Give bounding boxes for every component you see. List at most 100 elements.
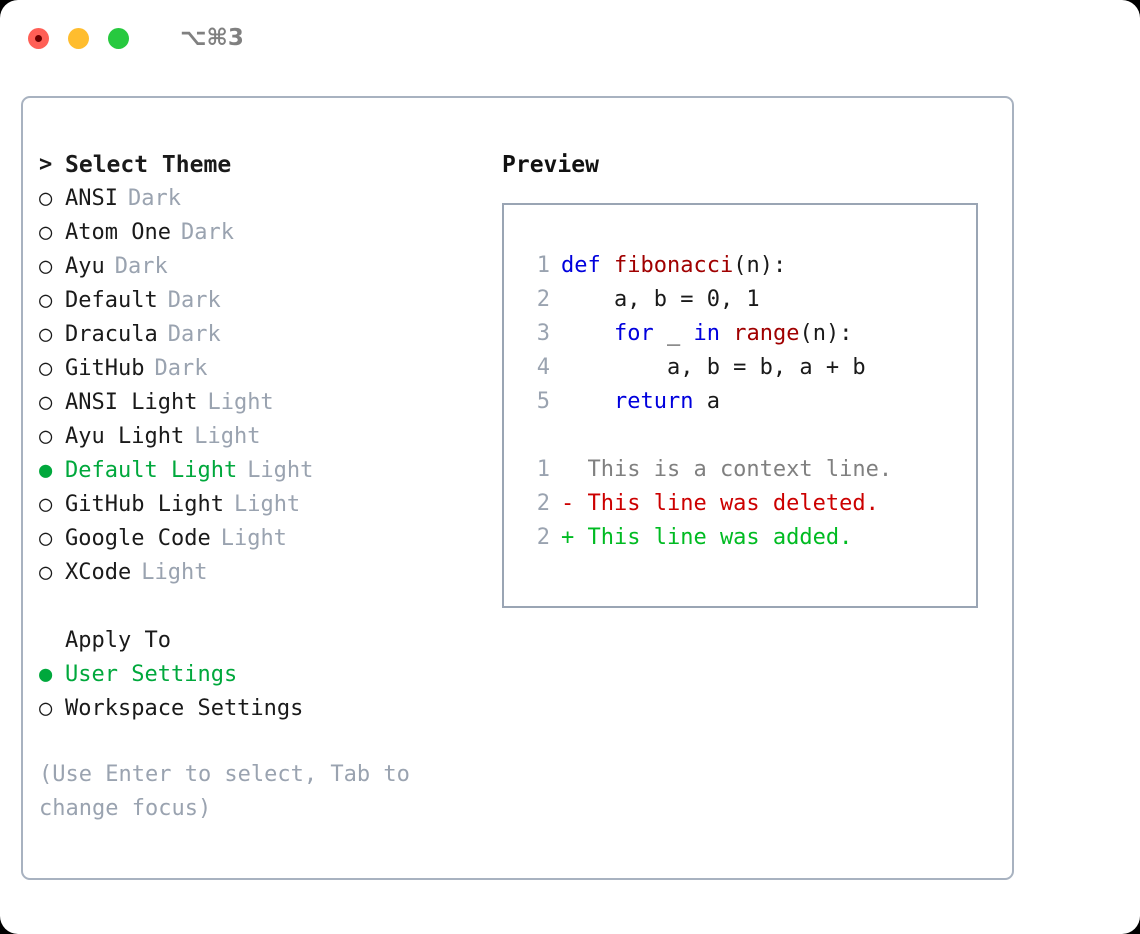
- theme-option-label: Google Code: [65, 526, 211, 551]
- preview-title: Preview: [502, 152, 599, 178]
- radio-unselected-icon: ○: [39, 492, 53, 517]
- code-token: [720, 321, 733, 346]
- radio-unselected-icon: ○: [39, 696, 53, 721]
- theme-option-label: Default Light: [65, 458, 238, 483]
- code-token: in: [693, 321, 720, 346]
- code-token: fibonacci: [613, 253, 734, 278]
- radio-unselected-icon: ○: [39, 560, 53, 585]
- prompt-caret-icon: >: [39, 152, 53, 177]
- radio-unselected-icon: ○: [39, 424, 53, 449]
- theme-option-xcode[interactable]: ○ XCode Light: [39, 556, 489, 590]
- radio-unselected-icon: ○: [39, 186, 53, 211]
- theme-variant-tag: Dark: [167, 322, 221, 347]
- theme-option-label: XCode: [65, 560, 132, 585]
- theme-variant-tag: Light: [233, 492, 301, 517]
- diff-line-text: This is a context line.: [561, 457, 893, 482]
- theme-variant-tag: Light: [141, 560, 208, 585]
- theme-option-ansi-light[interactable]: ○ ANSI Light Light: [39, 386, 489, 420]
- theme-option-ansi[interactable]: ○ ANSI Dark: [39, 182, 489, 216]
- code-line: 4 a, b = b, a + b: [522, 351, 976, 385]
- code-token: a, b = b, a + b: [561, 355, 866, 380]
- code-diff-separator: [522, 419, 976, 453]
- code-token: (n):: [733, 253, 787, 278]
- theme-option-default-light[interactable]: ● Default Light Light: [39, 454, 489, 488]
- apply-to-option-label: User Settings: [65, 662, 238, 687]
- theme-option-ayu[interactable]: ○ Ayu Dark: [39, 250, 489, 284]
- radio-unselected-icon: ○: [39, 526, 53, 551]
- radio-unselected-icon: ○: [39, 220, 53, 245]
- theme-option-label: ANSI Light: [65, 390, 198, 415]
- radio-unselected-icon: ○: [39, 254, 53, 279]
- theme-variant-tag: Light: [207, 390, 274, 415]
- code-line-content: a, b = 0, 1: [561, 283, 760, 317]
- theme-option-label: GitHub Light: [65, 492, 224, 517]
- apply-to-title: Apply To: [65, 628, 171, 653]
- select-theme-title: Select Theme: [65, 152, 232, 178]
- radio-selected-icon: ●: [39, 662, 53, 687]
- theme-option-label: GitHub: [65, 356, 145, 381]
- code-token: [561, 389, 614, 414]
- theme-variant-tag: Dark: [114, 254, 168, 279]
- theme-variant-tag: Dark: [127, 186, 181, 211]
- code-token: def: [561, 253, 614, 278]
- code-line: 2 a, b = 0, 1: [522, 283, 976, 317]
- code-token: [561, 321, 614, 346]
- diff-line: 2- This line was deleted.: [522, 487, 976, 521]
- theme-variant-tag: Light: [194, 424, 261, 449]
- theme-variant-tag: Dark: [154, 356, 208, 381]
- theme-variant-tag: Light: [220, 526, 287, 551]
- theme-option-label: Ayu: [65, 254, 105, 279]
- theme-option-ayu-light[interactable]: ○ Ayu Light Light: [39, 420, 489, 454]
- line-number: 2: [536, 525, 550, 550]
- theme-variant-tag: Dark: [167, 288, 221, 313]
- diff-sample: 1 This is a context line.2- This line wa…: [522, 453, 976, 555]
- theme-option-label: ANSI: [65, 186, 118, 211]
- diff-line-text: + This line was added.: [561, 525, 853, 550]
- code-token: a: [693, 389, 720, 414]
- diff-line: 2 + This line was added.: [522, 521, 976, 555]
- keyboard-shortcut-label: ⌥⌘3: [180, 24, 244, 51]
- diff-line-text: - This line was deleted.: [561, 491, 879, 516]
- theme-option-label: Dracula: [65, 322, 158, 347]
- minimize-button[interactable]: [68, 27, 89, 49]
- apply-to-option-label: Workspace Settings: [65, 696, 304, 721]
- theme-option-github-light[interactable]: ○ GitHub Light Light: [39, 488, 489, 522]
- code-token: for: [613, 321, 654, 346]
- theme-variant-tag: Dark: [180, 220, 234, 245]
- line-number: 3: [536, 321, 550, 346]
- line-number: 1: [536, 253, 550, 278]
- code-token: return: [613, 389, 694, 414]
- close-button[interactable]: [28, 27, 49, 49]
- theme-variant-tag: Light: [247, 458, 314, 483]
- radio-selected-icon: ●: [39, 458, 53, 483]
- code-line: 5 return a: [522, 385, 976, 419]
- theme-option-label: Ayu Light: [65, 424, 185, 449]
- list-spacer: [39, 590, 489, 624]
- radio-unselected-icon: ○: [39, 390, 53, 415]
- code-line-content: for _ in range(n):: [561, 317, 852, 351]
- code-line: 3 for _ in range(n):: [522, 317, 976, 351]
- select-theme-header: > Select Theme: [39, 148, 489, 182]
- radio-unselected-icon: ○: [39, 288, 53, 313]
- title-bar: ⌥⌘3: [0, 0, 1140, 76]
- maximize-button[interactable]: [108, 27, 129, 49]
- code-line: 1 def fibonacci(n):: [522, 249, 976, 283]
- diff-line: 1 This is a context line.: [522, 453, 976, 487]
- line-number: 2: [536, 287, 550, 312]
- keyboard-hint: (Use Enter to select, Tab to change focu…: [39, 762, 410, 821]
- theme-option-google-code[interactable]: ○ Google Code Light: [39, 522, 489, 556]
- window-controls: [28, 27, 129, 49]
- apply-to-option-workspace-settings[interactable]: ○ Workspace Settings: [39, 692, 489, 726]
- code-token: a, b = 0, 1: [561, 287, 760, 312]
- apply-to-option-user-settings[interactable]: ● User Settings: [39, 658, 489, 692]
